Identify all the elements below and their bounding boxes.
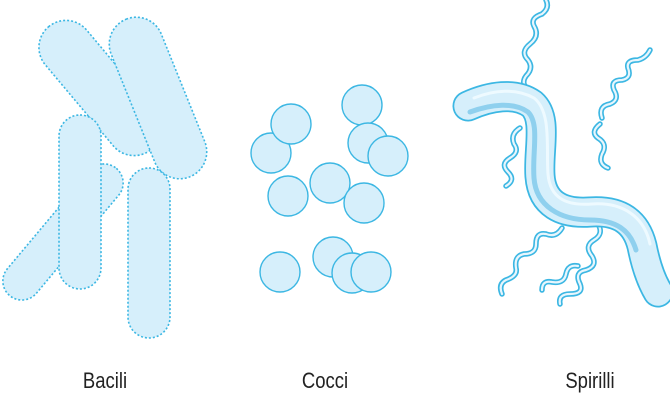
- spirilli-label: Spirilli: [540, 366, 641, 396]
- spirillum: [468, 0, 658, 304]
- coccus: [310, 163, 350, 203]
- coccus: [368, 136, 408, 176]
- spiral-body: [468, 91, 658, 292]
- flagellum: [542, 266, 578, 290]
- bacillus-rod: [128, 168, 170, 338]
- coccus: [268, 176, 308, 216]
- bacili-label: Bacili: [59, 366, 151, 396]
- coccus: [342, 85, 382, 125]
- coccus: [351, 252, 391, 292]
- coccus: [344, 183, 384, 223]
- flagellum: [542, 266, 578, 290]
- cocci-label: Cocci: [279, 366, 371, 396]
- coccus: [271, 104, 311, 144]
- bacillus-rod: [59, 115, 101, 289]
- flagellum: [601, 50, 650, 118]
- flagella: [501, 0, 650, 304]
- coccus: [260, 252, 300, 292]
- cocci-group: [251, 85, 408, 293]
- bacilli-group: [0, 9, 215, 338]
